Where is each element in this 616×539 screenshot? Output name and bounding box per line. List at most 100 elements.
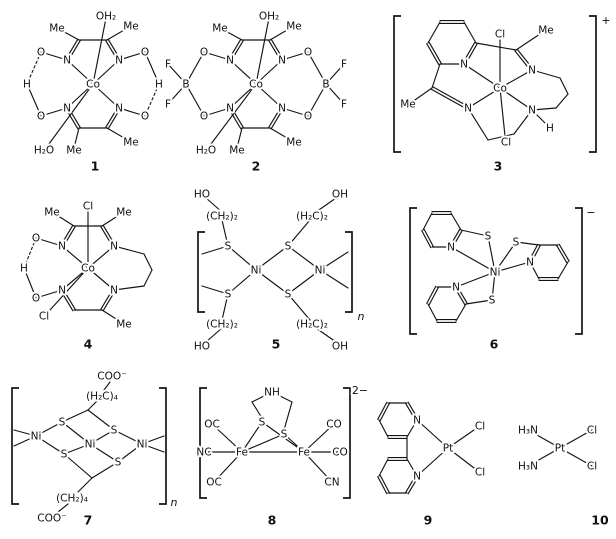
- atom-label: Cl: [475, 467, 485, 479]
- bond: [460, 229, 489, 237]
- atom-label: N: [278, 103, 286, 115]
- bond: [26, 83, 42, 117]
- bond: [67, 40, 81, 62]
- atom-label: N: [115, 103, 123, 115]
- bond: [143, 269, 153, 287]
- atom-label: (CH₂)₂: [206, 211, 238, 223]
- atom-label: Me: [116, 319, 132, 331]
- charge-label: 2−: [352, 384, 368, 397]
- bond: [431, 63, 441, 89]
- atom-label: Me: [49, 23, 65, 35]
- bond: [35, 237, 63, 247]
- bond: [531, 69, 561, 79]
- bond: [144, 51, 160, 85]
- atom-label: Me: [44, 207, 60, 219]
- bond: [185, 83, 205, 117]
- bracket-r: [343, 387, 351, 499]
- bond: [40, 107, 68, 117]
- bond: [268, 40, 282, 62]
- bracket-r: [159, 387, 167, 505]
- atom-label: Ni: [251, 265, 262, 277]
- bond: [13, 435, 37, 447]
- bond: [87, 245, 115, 269]
- atom-label: S: [115, 457, 122, 469]
- bond: [57, 503, 69, 513]
- atom-label: N: [110, 241, 118, 253]
- bond: [464, 43, 478, 66]
- bond: [66, 59, 94, 85]
- bracket-r: [345, 231, 353, 313]
- bond: [325, 83, 345, 105]
- atom-label: Me: [66, 145, 82, 157]
- atom-label: Cl: [39, 311, 49, 323]
- atom-label: F: [165, 59, 171, 71]
- compound-number: 3: [494, 158, 503, 173]
- atom-label: S: [285, 289, 292, 301]
- bond: [467, 107, 489, 141]
- bond: [221, 219, 229, 247]
- bond: [416, 447, 449, 477]
- bond: [251, 401, 263, 419]
- atom-label: Fe: [298, 447, 310, 459]
- bond: [117, 443, 143, 463]
- atom-label: OH: [332, 341, 348, 353]
- hydrogen-bond: [26, 51, 42, 85]
- atom-label: (H₂C)₂: [296, 319, 328, 331]
- atom-label: S: [61, 449, 68, 461]
- atom-label: O: [37, 47, 45, 59]
- bond: [105, 40, 119, 62]
- atom-label: S: [489, 295, 496, 307]
- bond: [91, 461, 119, 479]
- bond: [228, 108, 242, 130]
- atom-label: H: [546, 123, 554, 135]
- bond: [487, 133, 515, 141]
- atom-label: O: [141, 111, 149, 123]
- bond: [530, 245, 541, 264]
- bond: [378, 458, 389, 477]
- bond: [255, 245, 289, 271]
- bond: [531, 109, 547, 125]
- atom-label: COO⁻: [97, 371, 126, 383]
- bond: [207, 83, 257, 149]
- bond: [475, 42, 517, 51]
- bond: [303, 423, 335, 453]
- bond: [211, 423, 243, 453]
- bond: [89, 429, 115, 445]
- bond: [432, 86, 470, 108]
- bond: [87, 409, 115, 431]
- bond: [67, 106, 81, 128]
- bracket-r: [589, 15, 597, 153]
- bond: [454, 287, 466, 306]
- bond: [118, 107, 146, 117]
- atom-label: Me: [286, 21, 302, 33]
- bond: [427, 21, 441, 44]
- atom-label: Ni: [315, 265, 326, 277]
- bond: [455, 271, 496, 288]
- bond: [287, 219, 311, 247]
- atom-label: Me: [400, 99, 416, 111]
- hydrogen-bond: [144, 83, 160, 117]
- atom-label: Pt: [443, 443, 453, 455]
- bond: [101, 309, 125, 325]
- bond: [255, 59, 283, 85]
- bond: [62, 288, 76, 310]
- bond: [236, 127, 243, 149]
- bond: [77, 477, 93, 493]
- bond: [377, 476, 388, 495]
- atom-label: Ni: [31, 431, 42, 443]
- atom-label: H₃N: [518, 425, 538, 437]
- bond: [87, 267, 115, 291]
- atom-label: Co: [249, 79, 263, 91]
- bond: [65, 38, 79, 60]
- atom-label: S: [259, 417, 266, 429]
- atom-label: H₂O: [196, 145, 216, 157]
- atom-label: B: [322, 79, 329, 91]
- bond: [268, 106, 282, 128]
- bond: [101, 211, 125, 227]
- bond: [92, 59, 120, 85]
- bond: [379, 474, 390, 493]
- atom-label: CN: [324, 477, 339, 489]
